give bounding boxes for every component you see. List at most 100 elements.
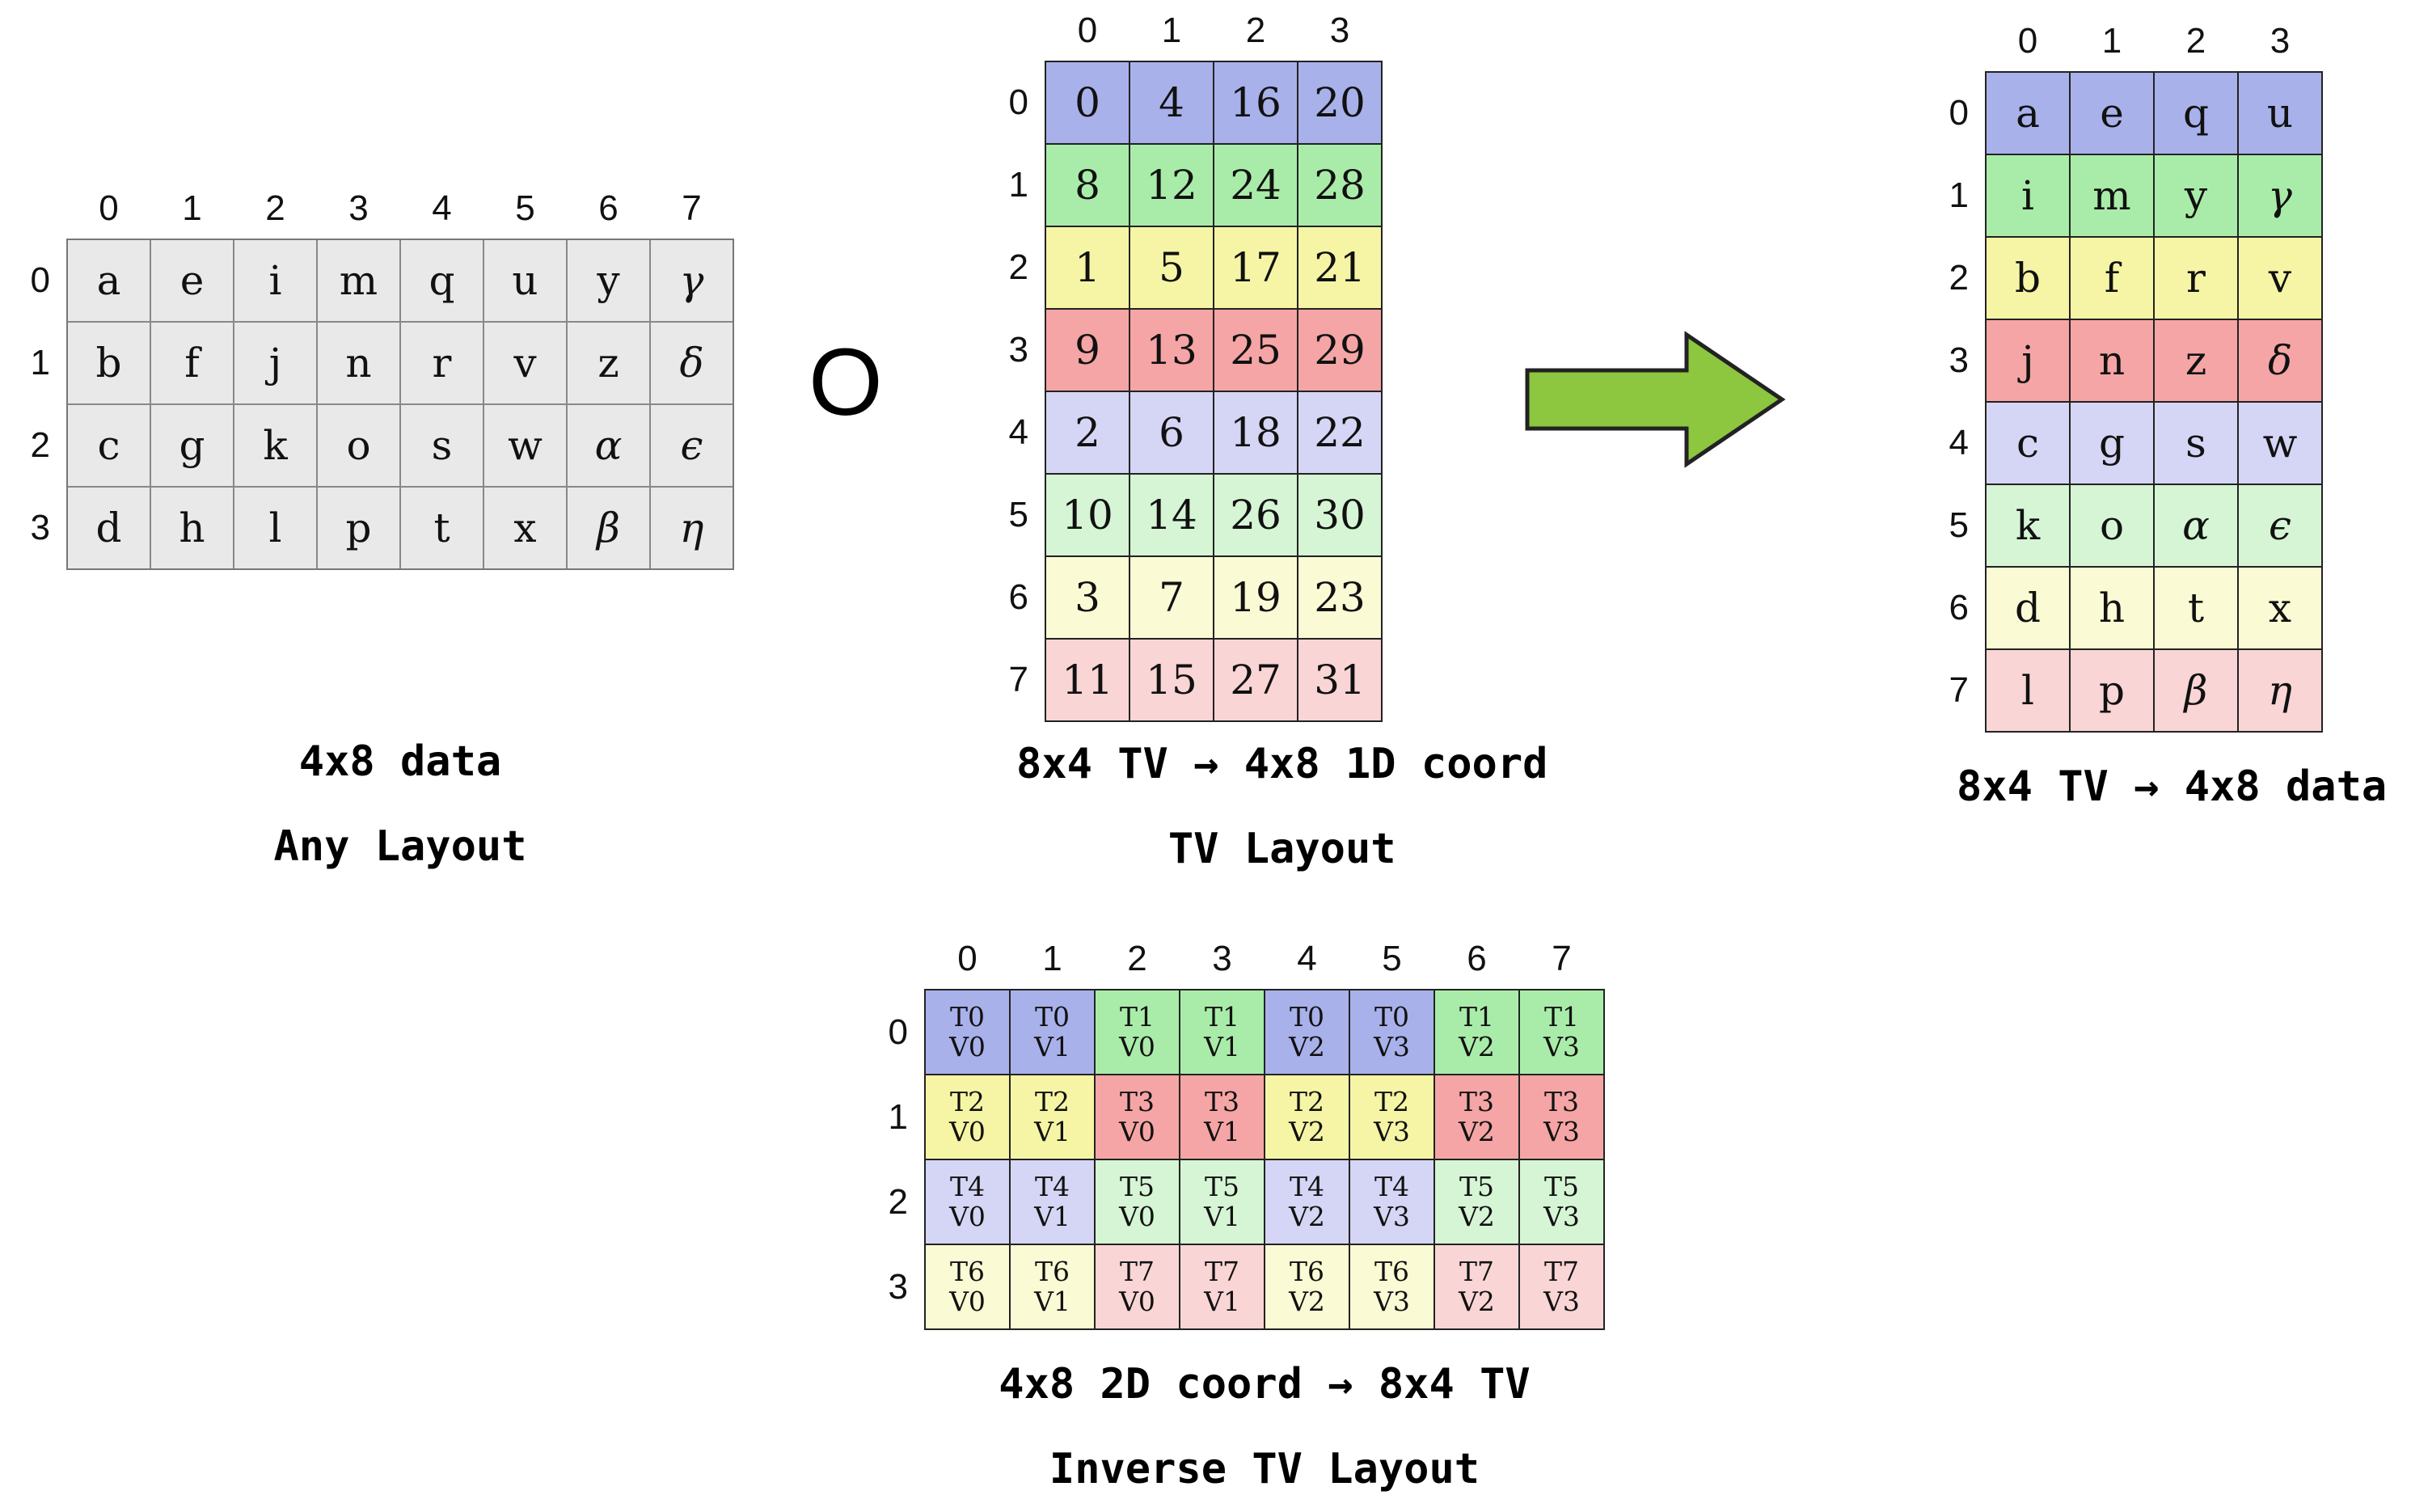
row-header: 3 [1949, 340, 1969, 380]
grid-cell: e [151, 240, 233, 321]
col-header: 6 [1467, 939, 1487, 978]
grid-cell: η [651, 488, 733, 568]
col-header: 1 [1042, 939, 1062, 978]
grid-cell: 25 [1214, 310, 1297, 391]
grid-cell: 3 [1046, 557, 1129, 638]
col-header: 7 [682, 188, 702, 228]
grid-cell: a [68, 240, 150, 321]
grid-cell: 30 [1298, 475, 1381, 555]
row-header: 1 [30, 343, 50, 382]
caption-line: 4x8 2D coord → 8x4 TV [999, 1360, 1531, 1409]
grid-cell: β [568, 488, 649, 568]
grid-cell: 31 [1298, 640, 1381, 720]
col-header: 4 [432, 188, 452, 228]
grid-cell: 18 [1214, 392, 1297, 473]
row-header: 6 [1949, 588, 1969, 627]
grid-cell: T5 V1 [1180, 1160, 1264, 1244]
grid-cell: x [484, 488, 566, 568]
grid-cell: m [2071, 155, 2153, 236]
grid-cell: T1 V2 [1435, 990, 1518, 1074]
corner-spacer [1928, 15, 1985, 71]
grid-cell: l [1987, 650, 2069, 731]
grid-cell: z [568, 323, 649, 403]
grid-cell: u [2239, 73, 2321, 154]
grid-cell: 22 [1298, 392, 1381, 473]
grid-cell: s [401, 405, 483, 486]
row-header: 0 [1949, 93, 1969, 133]
grid-cell: 20 [1298, 62, 1381, 143]
col-header: 4 [1297, 939, 1317, 978]
grid-cell: 17 [1214, 227, 1297, 308]
grid-cell: 16 [1214, 62, 1297, 143]
row-header: 7 [1949, 670, 1969, 710]
grid-cell: T5 V2 [1435, 1160, 1518, 1244]
grid-cell: T4 V3 [1350, 1160, 1434, 1244]
grid-cell: T6 V3 [1350, 1245, 1434, 1328]
caption-line: Any Layout [273, 822, 527, 871]
grid-cell: ϵ [651, 405, 733, 486]
col-header: 7 [1552, 939, 1572, 978]
col-header: 3 [2270, 21, 2291, 61]
grid-cell: T7 V1 [1180, 1245, 1264, 1328]
corner-spacer [988, 4, 1045, 61]
row-header: 5 [1008, 495, 1028, 534]
grid-cell: n [2071, 320, 2153, 401]
grid-cell: T1 V3 [1520, 990, 1603, 1074]
grid-cell: α [2155, 485, 2237, 566]
col-header: 0 [99, 188, 119, 228]
grid-cell: T2 V1 [1011, 1075, 1094, 1159]
grid-cell: o [318, 405, 399, 486]
grid-cell: k [234, 405, 316, 486]
col-header: 0 [2017, 21, 2038, 61]
grid-cell: 7 [1130, 557, 1213, 638]
col-header: 1 [2101, 21, 2122, 61]
grid-cell: 19 [1214, 557, 1297, 638]
grid-cell: 21 [1298, 227, 1381, 308]
grid-cell: T1 V0 [1096, 990, 1179, 1074]
grid-cell: T0 V0 [926, 990, 1009, 1074]
grid-cell: p [2071, 650, 2153, 731]
grid-cell: j [234, 323, 316, 403]
grid-cell: q [401, 240, 483, 321]
col-header: 1 [1161, 11, 1182, 50]
grid-cell: T7 V0 [1096, 1245, 1179, 1328]
grid-cell: d [68, 488, 150, 568]
grid-cell: n [318, 323, 399, 403]
grid-cell: 0 [1046, 62, 1129, 143]
grid-cell: f [2071, 238, 2153, 319]
grid-cell: f [151, 323, 233, 403]
col-header: 3 [1329, 11, 1350, 50]
grid-cell: h [151, 488, 233, 568]
caption-line: 8x4 TV → 4x8 data [1957, 762, 2388, 811]
grid-cell: T7 V2 [1435, 1245, 1518, 1328]
grid-cell: p [318, 488, 399, 568]
grid-cell: T6 V1 [1011, 1245, 1094, 1328]
grid-cell: 28 [1298, 145, 1381, 226]
row-header: 0 [30, 260, 50, 300]
row-header: 3 [30, 508, 50, 547]
grid-cell: 24 [1214, 145, 1297, 226]
grid-cell: 5 [1130, 227, 1213, 308]
row-header: 3 [888, 1266, 908, 1307]
row-header: 0 [888, 1012, 908, 1052]
grid-cell: 2 [1046, 392, 1129, 473]
grid-cell: T3 V1 [1180, 1075, 1264, 1159]
grid-cell: 26 [1214, 475, 1297, 555]
row-header: 6 [1008, 577, 1028, 617]
row-header: 4 [1949, 423, 1969, 462]
grid-cell: T4 V1 [1011, 1160, 1094, 1244]
grid-cell: k [1987, 485, 2069, 566]
grid-cell: γ [2239, 155, 2321, 236]
grid-cell: 1 [1046, 227, 1129, 308]
grid-cell: t [401, 488, 483, 568]
